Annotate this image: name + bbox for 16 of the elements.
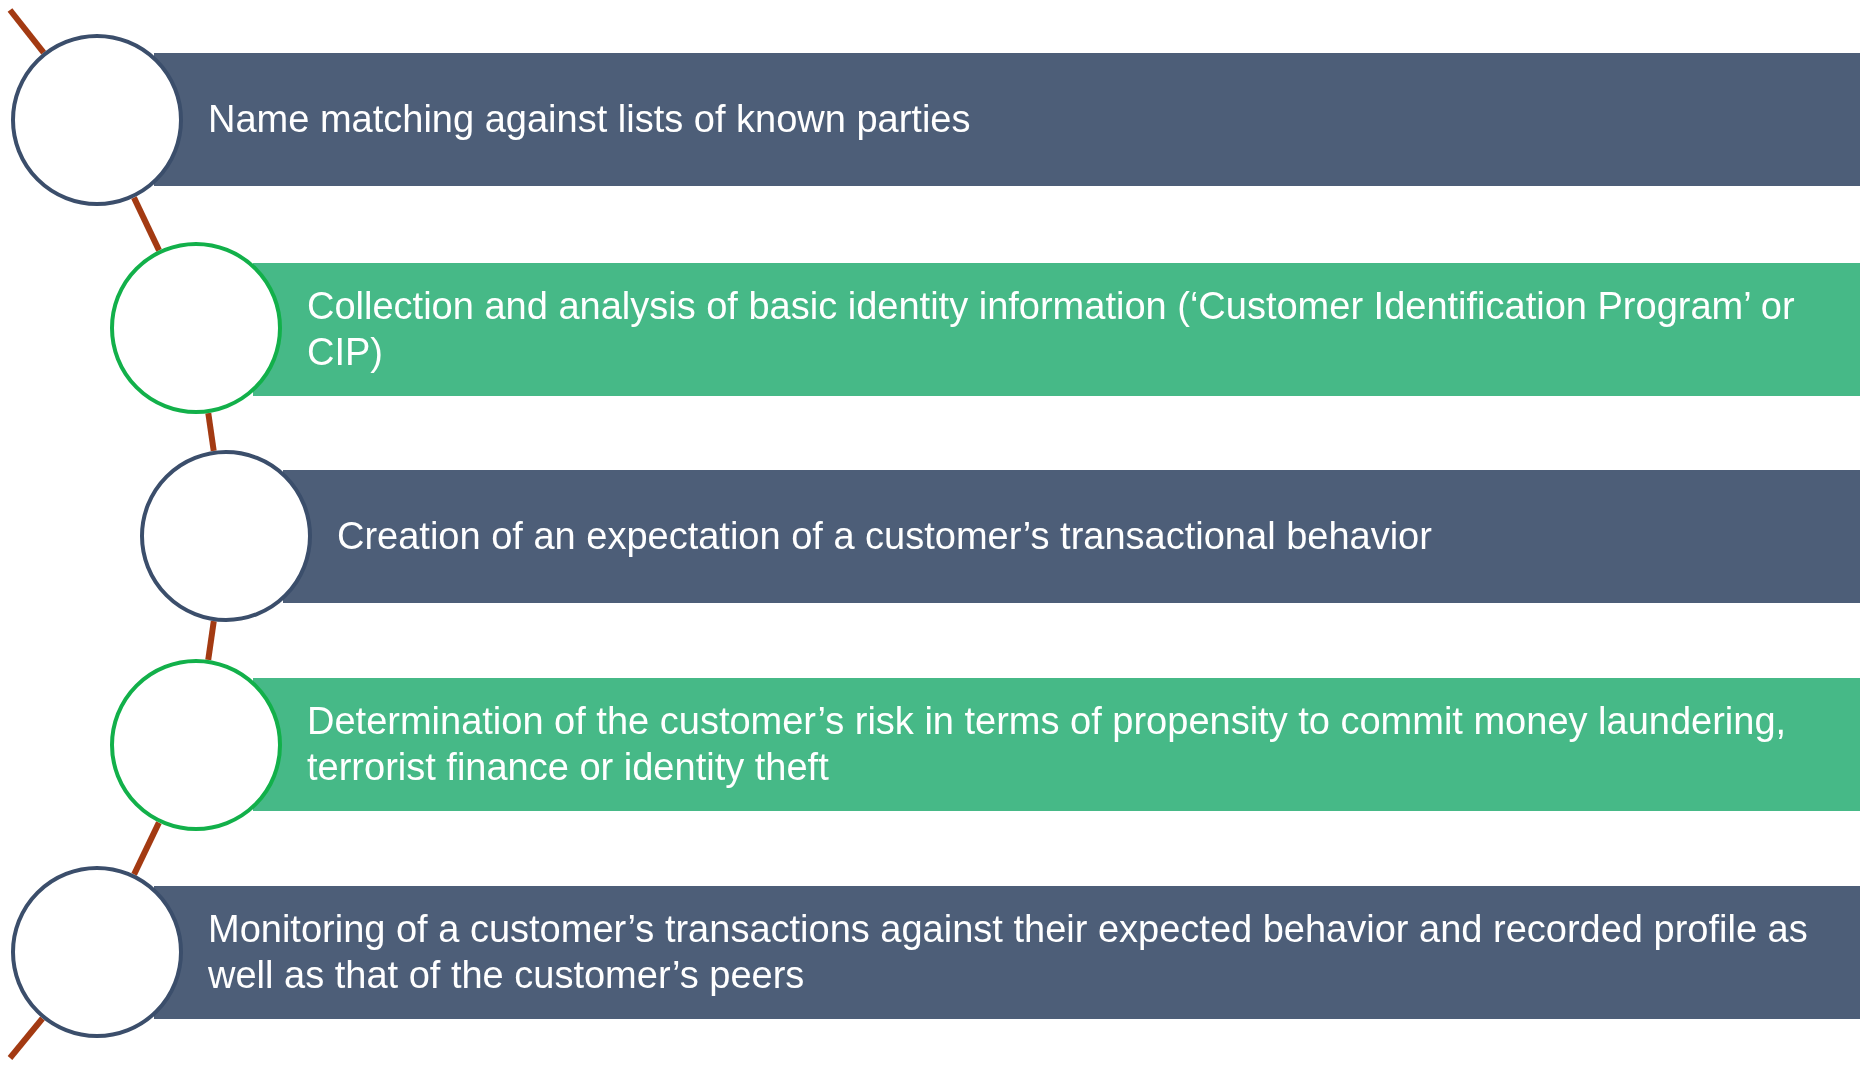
step-bar (154, 886, 1860, 1019)
step-bar (253, 678, 1860, 811)
step-text: Collection and analysis of basic identity information (‘Customer Identification Program’ or CIP) (307, 283, 1796, 375)
step-bar (154, 53, 1860, 186)
connector-line (205, 620, 217, 661)
connector-line (131, 821, 162, 876)
step-text: Monitoring of a customer’s transactions against their expected behavior and recorded profile as well as that of the customer’s peers (208, 906, 1809, 998)
step-bar (283, 470, 1860, 603)
connector-line (7, 1016, 45, 1060)
step-bar (253, 263, 1860, 396)
step-text: Determination of the customer’s risk in terms of propensity to commit money laundering, terrorist finance or identity theft (307, 698, 1788, 790)
connector-line (131, 196, 162, 252)
step-text: Creation of an expectation of a customer’s transactional behavior (337, 513, 1432, 559)
connector-line (205, 412, 217, 452)
step-text: Name matching against lists of known parties (208, 96, 971, 142)
connector-line (7, 8, 46, 55)
